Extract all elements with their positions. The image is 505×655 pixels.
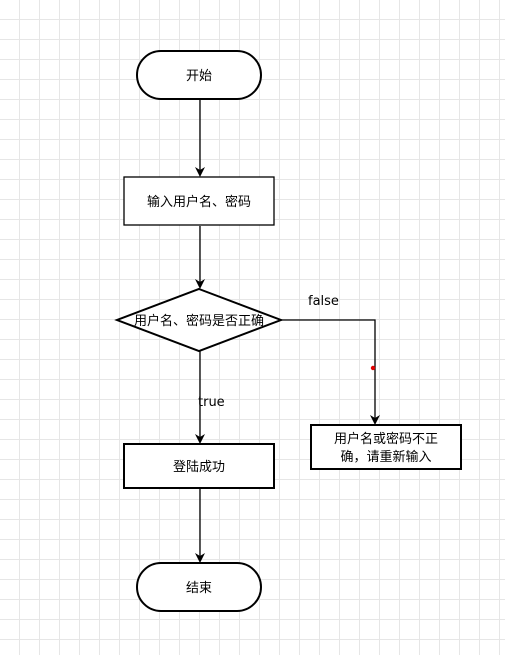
decision-node-label: 用户名、密码是否正确 <box>134 313 264 329</box>
input-node-label: 输入用户名、密码 <box>147 194 251 210</box>
decision-node-shape[interactable] <box>114 287 284 353</box>
edge-waypoint-dot <box>370 365 376 371</box>
false-label: false <box>308 294 339 309</box>
error-node-label-line1: 用户名或密码不正 <box>334 431 438 447</box>
input-node-shape[interactable] <box>123 176 275 226</box>
end-node-label: 结束 <box>186 581 212 596</box>
end-node-shape[interactable] <box>136 562 262 612</box>
success-node-shape[interactable] <box>123 443 275 489</box>
error-node-shape[interactable] <box>310 424 462 470</box>
start-node-shape[interactable] <box>136 50 262 100</box>
start-node-label: 开始 <box>186 69 212 84</box>
edge-decision-false-to-error <box>281 319 380 425</box>
success-node-label: 登陆成功 <box>173 459 225 475</box>
error-node-label-line2: 确，请重新输入 <box>340 449 431 465</box>
true-label: true <box>198 395 225 410</box>
